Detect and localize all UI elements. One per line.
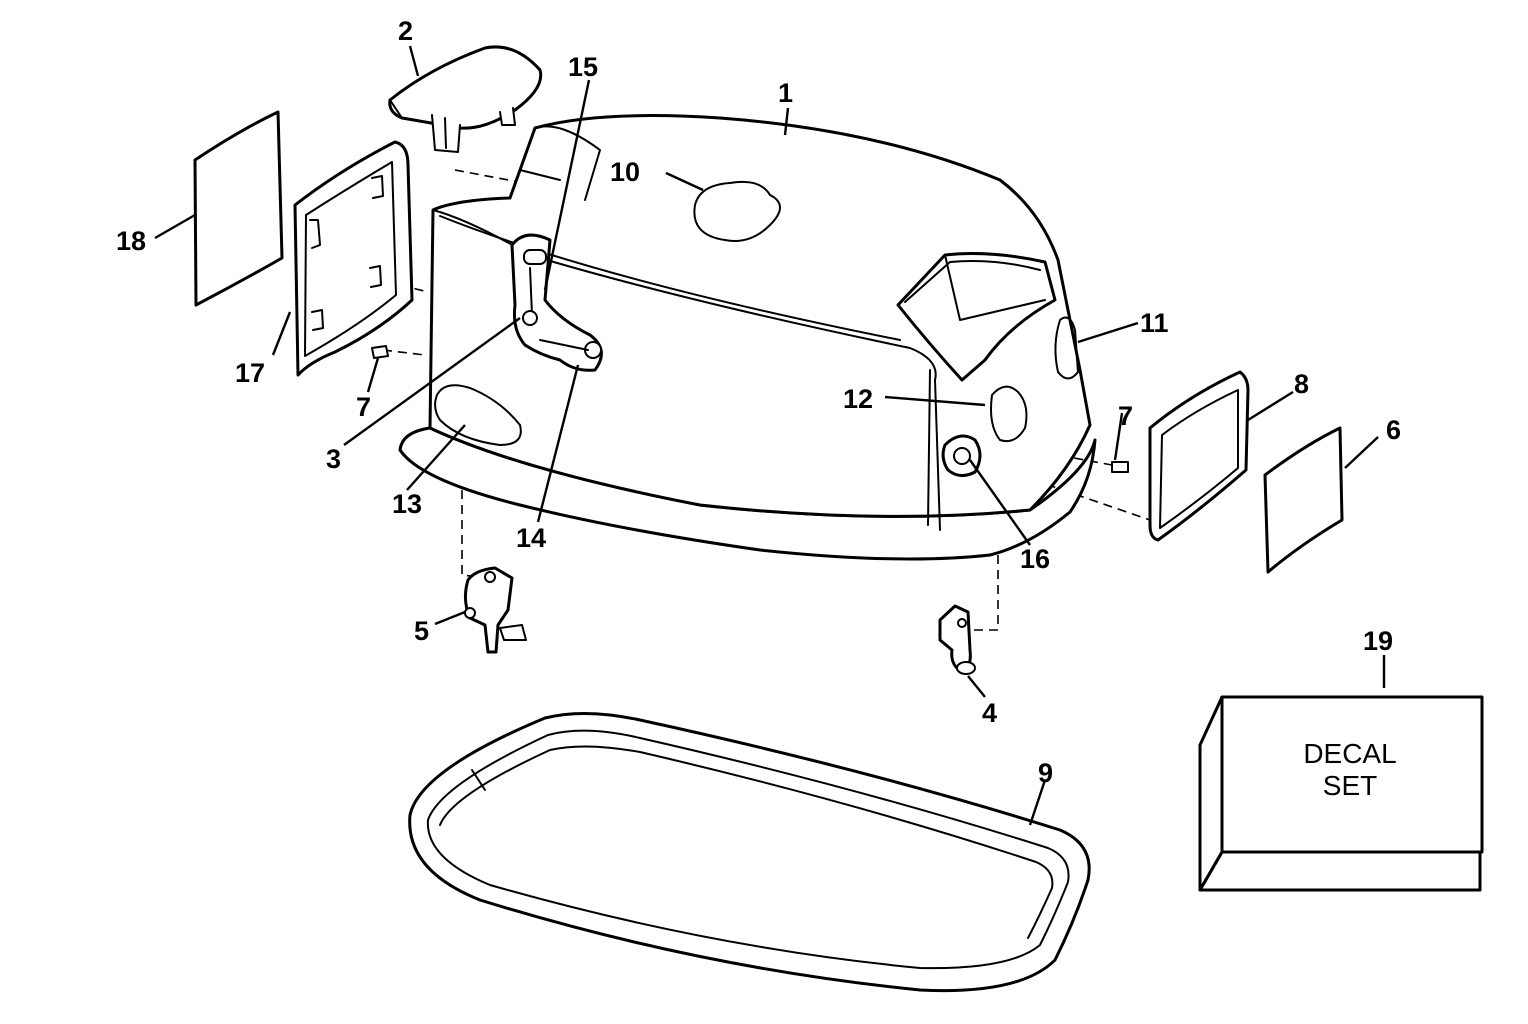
callout-16: 16: [1020, 544, 1050, 574]
decal-panel-part-18: [193, 110, 284, 307]
callout-7-left: 7: [356, 392, 371, 422]
sound-foam-part-13: [434, 384, 522, 446]
callout-1: 1: [778, 78, 793, 108]
bracket-part-4: [938, 604, 976, 675]
callout-17: 17: [235, 358, 265, 388]
side-frame-part-17: [293, 140, 414, 377]
callout-8: 8: [1294, 369, 1309, 399]
callout-10: 10: [610, 157, 640, 187]
callout-2: 2: [398, 16, 413, 46]
callout-19: 19: [1363, 626, 1393, 656]
decal-panel-part-6: [1263, 426, 1344, 574]
sound-foam-part-12: [990, 385, 1028, 443]
callout-13: 13: [392, 489, 422, 519]
engine-cover-part-1: [398, 114, 1097, 561]
callout-15: 15: [568, 52, 598, 82]
callout-3: 3: [326, 444, 341, 474]
callout-12: 12: [843, 384, 873, 414]
callout-6: 6: [1386, 415, 1401, 445]
seal-ring-part-9: [408, 712, 1091, 993]
callout-5: 5: [414, 616, 429, 646]
callout-14: 14: [516, 523, 546, 553]
callout-11: 11: [1140, 308, 1169, 338]
callout-7-right: 7: [1118, 401, 1133, 431]
decal-set-box-part-19: [1198, 695, 1484, 892]
screw-part-7-left: [371, 345, 389, 359]
callout-9: 9: [1038, 758, 1053, 788]
leader-lines: [154, 45, 1386, 826]
rear-frame-part-8: [1148, 370, 1250, 542]
grommet-part-16: [941, 434, 982, 477]
bracket-part-5: [463, 566, 527, 654]
decal-set-label-line-1: DECAL: [1303, 738, 1396, 769]
cover-cap-part-2: [388, 45, 543, 153]
decal-set-label-line-2: SET: [1323, 770, 1377, 801]
sound-foam-part-11: [1054, 316, 1079, 380]
screw-part-7-right: [1111, 461, 1129, 473]
callout-4: 4: [982, 698, 997, 728]
latch-assembly-part-14-15-3: [510, 233, 603, 372]
sound-foam-part-10: [693, 180, 781, 242]
callout-18: 18: [116, 226, 146, 256]
